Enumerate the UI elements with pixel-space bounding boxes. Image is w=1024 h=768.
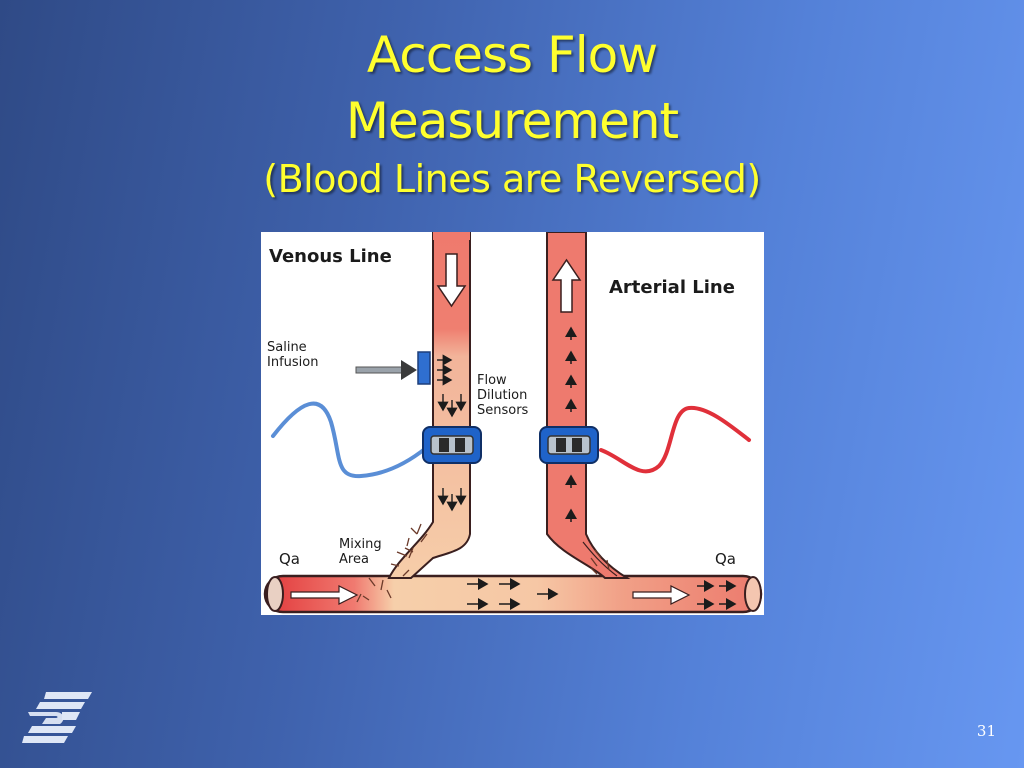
qa-left-label: Qa <box>279 550 300 568</box>
arterial-line-tube <box>546 232 631 579</box>
access-flow-arrows <box>467 578 737 610</box>
saline-infusion-arrow <box>355 351 431 385</box>
venous-small-arrows <box>437 354 467 512</box>
diagram-drawing <box>263 232 763 614</box>
venous-line-label: Venous Line <box>269 246 392 267</box>
access-inflow-arrow <box>290 585 359 605</box>
slide-subtitle: (Blood Lines are Reversed) <box>263 157 761 201</box>
venous-line-tube <box>387 232 471 579</box>
arterial-sensor-clamp <box>539 426 599 464</box>
saline-infusion-label: Saline Infusion <box>267 340 319 370</box>
company-logo-icon <box>22 690 94 746</box>
qa-right-label: Qa <box>715 550 736 568</box>
mixing-area-texture <box>356 523 610 603</box>
venous-flow-down-arrow <box>436 253 467 308</box>
page-number: 31 <box>976 722 996 740</box>
mixing-area-label: Mixing Area <box>339 537 382 567</box>
arterial-line-label: Arterial Line <box>609 277 735 298</box>
access-vessel <box>263 574 763 614</box>
venous-sensor-clamp <box>422 426 482 464</box>
access-flow-diagram: Venous Line Arterial Line Saline Infusio… <box>261 232 764 615</box>
title-line-1: Access Flow <box>366 26 658 84</box>
title-line-2: Measurement <box>345 92 679 150</box>
flow-dilution-sensors-label: Flow Dilution Sensors <box>477 373 529 418</box>
arterial-flow-up-arrow <box>551 258 582 313</box>
arterial-sensor-wire <box>599 405 751 474</box>
venous-sensor-wire <box>271 401 428 479</box>
access-outflow-arrow <box>632 585 691 605</box>
slide-title: Access Flow Measurement (Blood Lines are… <box>0 22 1024 204</box>
